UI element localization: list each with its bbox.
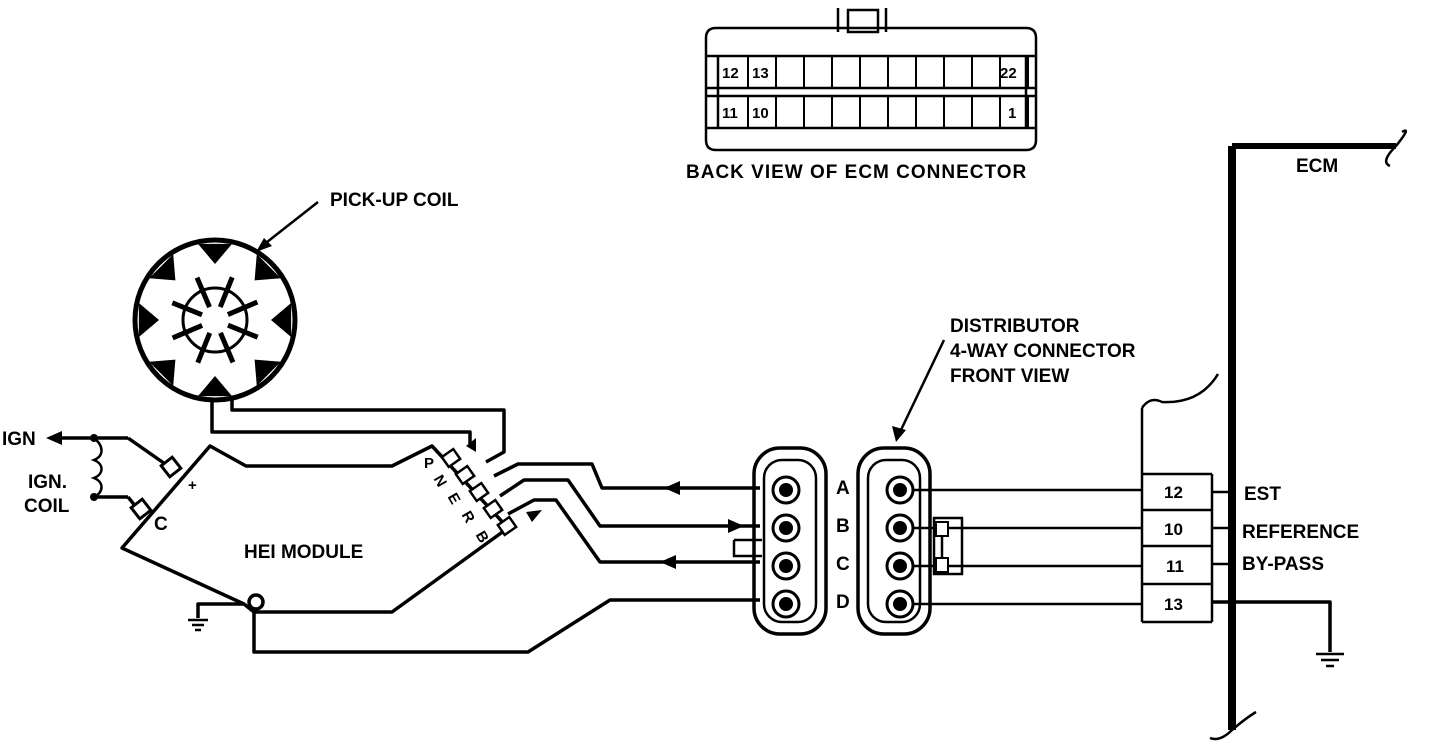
- rotor-arm: [226, 299, 259, 317]
- connector-pin-core: [779, 521, 793, 535]
- rotor-arm: [171, 300, 203, 318]
- hei-terminal-p: P: [424, 455, 434, 472]
- rotor-arm: [194, 276, 212, 309]
- ecm-pin-11: 11: [722, 105, 738, 122]
- pickup-coil-label: PICK-UP COIL: [330, 190, 459, 211]
- rotor-arm: [171, 323, 204, 341]
- ign-coil-label-line2: COIL: [24, 496, 70, 517]
- ecm-terminal-11: 11: [1166, 557, 1184, 576]
- pole-tooth: [197, 243, 233, 264]
- pole-tooth: [254, 254, 281, 281]
- connector-pin-core: [893, 483, 907, 497]
- dist-connector-label-line3: FRONT VIEW: [950, 366, 1069, 387]
- pole-tooth: [271, 302, 292, 338]
- ign-label: IGN: [2, 429, 36, 450]
- dist-pin-b: B: [836, 516, 850, 537]
- ecm-terminal-block: 12 10 11 13 EST REFERENCE BY-PASS: [1140, 373, 1359, 668]
- hei-ground-stud: [247, 593, 265, 611]
- ignition-coil-circuit: IGN IGN. COIL: [2, 429, 170, 517]
- reference-label: REFERENCE: [1242, 522, 1359, 543]
- ecm-connector-back-view: 12 13 22 11 10 1 BACK VIEW OF ECM CONNEC…: [686, 8, 1038, 183]
- connector-pin-core: [893, 559, 907, 573]
- hei-terminal-tab: [482, 498, 504, 520]
- ecm-block: ECM: [1209, 129, 1408, 741]
- dist-pin-a: A: [836, 478, 850, 499]
- rotor-arm: [218, 331, 236, 364]
- ign-arrow: [46, 431, 62, 445]
- dist-pin-c: C: [836, 554, 850, 575]
- ecm-pin-10: 10: [752, 105, 769, 122]
- ecm-pin-22: 22: [1000, 65, 1017, 82]
- ecm-terminal-13: 13: [1164, 595, 1183, 614]
- ecm-terminal-10: 10: [1164, 520, 1183, 539]
- pole-tooth: [254, 359, 281, 386]
- hei-terminal-tab: [440, 447, 462, 469]
- dist-pin-d: D: [836, 592, 850, 613]
- connector-pin-core: [779, 483, 793, 497]
- dist-connector-label-line2: 4-WAY CONNECTOR: [950, 341, 1136, 362]
- dist-connector-label-line1: DISTRIBUTOR: [950, 316, 1080, 337]
- hei-terminal-e: E: [444, 490, 464, 507]
- distributor-connector: DISTRIBUTOR 4-WAY CONNECTOR FRONT VIEW A…: [752, 316, 1136, 636]
- bypass-label: BY-PASS: [1242, 554, 1324, 575]
- ecm-pin-1: 1: [1008, 105, 1016, 122]
- ecm-pin-13: 13: [752, 65, 769, 82]
- pickup-arrowhead: [256, 238, 272, 252]
- ecm-connector-caption: BACK VIEW OF ECM CONNECTOR: [686, 162, 1027, 183]
- connector-pin-core: [779, 597, 793, 611]
- hei-module-label: HEI MODULE: [244, 542, 363, 563]
- connector-pin-core: [893, 597, 907, 611]
- hei-plus-terminal: +: [188, 477, 197, 494]
- hei-terminal-tab: [496, 515, 518, 537]
- hei-c-terminal: C: [154, 514, 168, 535]
- rotor-arm: [227, 322, 259, 340]
- hei-module: + C HEI MODULE P N E R B: [120, 444, 518, 632]
- rotor-arm: [217, 276, 235, 308]
- rotor-arm: [195, 332, 213, 364]
- hei-terminal-tab: [454, 464, 476, 486]
- hei-terminal-r: R: [458, 508, 478, 526]
- ecm-pin-12: 12: [722, 65, 739, 82]
- pickup-coil: PICK-UP COIL: [132, 190, 459, 403]
- module-to-connector-wires: [252, 462, 762, 654]
- est-label: EST: [1244, 484, 1281, 505]
- connector-pin-core: [779, 559, 793, 573]
- pole-tooth: [138, 302, 159, 338]
- connector-pin-core: [893, 521, 907, 535]
- pole-tooth: [149, 359, 176, 386]
- pickup-wires: [210, 398, 506, 464]
- ecm-terminal-12: 12: [1164, 483, 1183, 502]
- ecm-label: ECM: [1296, 156, 1338, 177]
- hei-terminal-tab: [468, 481, 490, 503]
- hei-terminal-n: N: [430, 472, 450, 490]
- connector-to-ecm-wires: [914, 488, 1142, 606]
- pole-tooth: [197, 376, 233, 397]
- ign-coil-label-line1: IGN.: [28, 472, 67, 493]
- pole-tooth: [149, 254, 176, 281]
